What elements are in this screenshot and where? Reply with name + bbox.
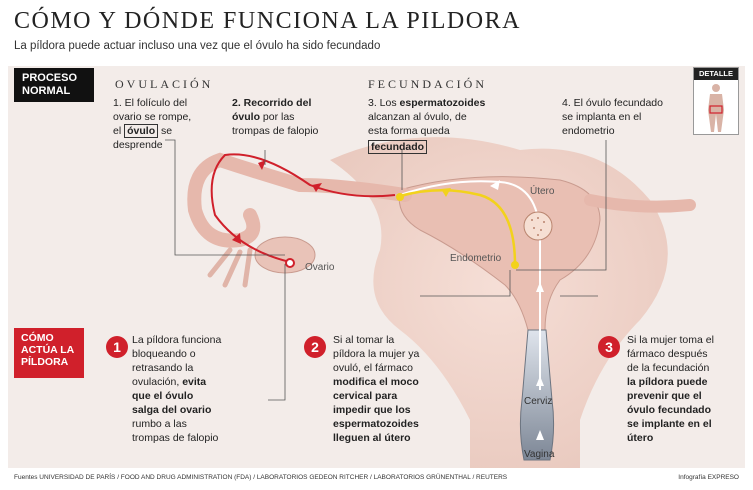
action-line: rumbo a las: [132, 418, 187, 430]
action-keyword: útero: [627, 432, 654, 444]
uterus-shape: [398, 176, 601, 331]
step-text: se: [161, 125, 173, 137]
step-text: alcanzan al óvulo, de: [368, 111, 467, 123]
endometrio-label: Endometrio: [450, 253, 502, 264]
vagina-label: Vagina: [524, 449, 555, 460]
action-line: La píldora funciona: [132, 334, 222, 346]
fertilized-path: [399, 189, 517, 266]
utero-label: Útero: [530, 186, 555, 197]
step-text: 2. Recorrido del: [232, 97, 312, 109]
step-4: 4. El óvulo fecundado se implanta en el …: [562, 96, 702, 138]
tag-line: PÍLDORA: [21, 356, 69, 368]
step-text: 3. Los espermatozoides: [368, 96, 508, 110]
action-keyword: espermatozoides: [333, 418, 419, 430]
action-1-text: La píldora funciona bloqueando o retrasa…: [132, 333, 262, 445]
action-keyword: cervical para: [333, 390, 398, 402]
cerviz-label: Cerviz: [524, 396, 553, 407]
step-1: 1. El folículo del ovario se rompe, el ó…: [113, 96, 223, 152]
step-text: 1. El folículo del: [113, 97, 188, 109]
detail-title: DETALLE: [694, 68, 738, 80]
action-keyword: que el óvulo: [132, 390, 194, 402]
vagina-canal: [519, 329, 555, 461]
step-text: óvulo por las: [232, 110, 342, 124]
step-text: desprende: [113, 139, 163, 151]
detail-thumbnail: DETALLE: [693, 67, 739, 135]
action-keyword: impedir que los: [333, 404, 411, 416]
tag-line: CÓMO: [21, 332, 54, 344]
step-text: por las: [262, 111, 295, 123]
step-text: el: [113, 125, 122, 137]
step-3: 3. Los espermatozoides alcanzan al óvulo…: [368, 96, 508, 154]
ovum-dot: [285, 258, 295, 268]
action-keyword: se implante en el: [627, 418, 712, 430]
step-2: 2. Recorrido del óvulo por las trompas d…: [232, 96, 342, 138]
action-line: ovulación, evita: [132, 375, 262, 389]
step-text: trompas de falopio: [232, 125, 319, 137]
action-line: de la fecundación: [627, 362, 710, 374]
step-text: se implanta en el: [562, 111, 642, 123]
action-2-number: 2: [304, 336, 326, 358]
action-line: píldora la mujer ya: [333, 348, 420, 360]
tag-line: PROCESO: [22, 72, 78, 84]
step-text: 4. El óvulo fecundado: [562, 97, 663, 109]
step-keyword: óvulo: [232, 111, 260, 123]
ovulacion-header: OVULACIÓN: [115, 77, 214, 91]
step-text: esta forma queda: [368, 125, 450, 137]
fecundado-keyword: fecundado: [368, 140, 428, 154]
action-line: ovuló, el fármaco: [333, 362, 413, 374]
action-line: Si al tomar la: [333, 334, 395, 346]
action-line: Si la mujer toma el: [627, 334, 714, 346]
page-title: CÓMO Y DÓNDE FUNCIONA LA PILDORA: [14, 8, 521, 34]
action-3-number: 3: [598, 336, 620, 358]
action-keyword: salga del ovario: [132, 404, 212, 416]
ovulo-keyword: óvulo: [124, 124, 159, 138]
ovum-path: [210, 153, 396, 263]
step-text: el óvulo se: [113, 124, 223, 138]
proceso-normal-tag: PROCESO NORMAL: [14, 68, 94, 102]
action-keyword: modifica el moco: [333, 376, 419, 388]
fertilized-egg: [523, 211, 553, 241]
ovario-label: Ovario: [305, 262, 335, 273]
action-keyword: evita: [182, 376, 207, 388]
action-line: fármaco después: [627, 348, 708, 360]
sources-footer: Fuentes UNIVERSIDAD DE PARÍS / FOOD AND …: [14, 474, 508, 481]
tag-line: NORMAL: [22, 85, 71, 97]
step-text: endometrio: [562, 125, 615, 137]
action-keyword: óvulo fecundado: [627, 404, 711, 416]
step-text: 3. Los: [368, 97, 397, 109]
action-1-number: 1: [106, 336, 128, 358]
action-keyword: lleguen al útero: [333, 432, 411, 444]
action-3-text: Si la mujer toma el fármaco después de l…: [627, 333, 745, 445]
body-silhouette-icon: [708, 84, 724, 132]
action-2-text: Si al tomar la píldora la mujer ya ovuló…: [333, 333, 458, 445]
tag-line: ACTÚA LA: [21, 344, 75, 356]
credit-footer: Infografía EXPRESO: [678, 474, 739, 481]
action-keyword: prevenir que el: [627, 390, 702, 402]
fecundacion-header: FECUNDACIÓN: [368, 77, 488, 91]
step-text: ovario se rompe,: [113, 111, 192, 123]
action-line: bloqueando o: [132, 348, 196, 360]
como-actua-tag: CÓMO ACTÚA LA PÍLDORA: [14, 328, 84, 378]
page-subtitle: La píldora puede actuar incluso una vez …: [14, 40, 381, 52]
action-line: ovulación,: [132, 376, 180, 388]
action-line: retrasando la: [132, 362, 194, 374]
action-keyword: la píldora puede: [627, 376, 708, 388]
step-keyword: espermatozoides: [399, 97, 486, 109]
action-line: trompas de falopio: [132, 432, 219, 444]
